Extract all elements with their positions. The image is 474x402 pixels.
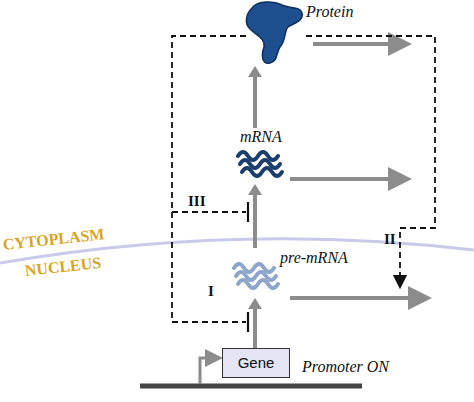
protein-node: Protein — [244, 0, 356, 66]
node-label: Gene — [223, 354, 289, 371]
rna-squiggle — [236, 148, 286, 180]
arrow-head — [248, 66, 262, 77]
arrow-head — [248, 298, 262, 309]
pathway-number: III — [188, 193, 206, 210]
flow-connector — [248, 298, 262, 348]
feedback-line — [306, 36, 435, 282]
connector-line — [253, 308, 257, 348]
inhibition-bar — [247, 202, 249, 222]
connector-line — [253, 76, 257, 128]
mrna-node: mRNA — [232, 128, 296, 184]
connector-line — [253, 194, 257, 248]
protein-blob — [246, 2, 302, 63]
degradation-arrow — [313, 42, 400, 46]
dna-strand — [140, 384, 362, 389]
protein-shape — [244, 0, 306, 66]
region-label: NUCLEUS — [24, 254, 102, 280]
feedback-line — [172, 211, 246, 213]
node-label: mRNA — [240, 128, 282, 146]
region-label: CYTOPLASM — [2, 225, 105, 254]
promoter-label: Promoter ON — [302, 358, 389, 376]
gene-box: Gene — [222, 348, 290, 378]
node-label: pre-mRNA — [280, 249, 348, 267]
inhibition-bar — [247, 312, 249, 332]
flow-connector — [248, 184, 262, 248]
pathway-number: II — [384, 231, 396, 248]
flow-connector — [248, 66, 262, 128]
feedback-line — [172, 36, 246, 322]
node-label: Protein — [306, 3, 353, 21]
degradation-arrow — [290, 177, 400, 181]
pre-mrna-node: pre-mRNA — [232, 248, 356, 298]
promoter-arrow — [200, 358, 214, 384]
arrow-head — [248, 184, 262, 195]
rna-squiggle — [232, 260, 282, 292]
degradation-arrow — [290, 296, 420, 300]
rna-strand — [242, 168, 282, 176]
rna-strand — [238, 280, 278, 288]
pathway-number: I — [208, 283, 214, 300]
